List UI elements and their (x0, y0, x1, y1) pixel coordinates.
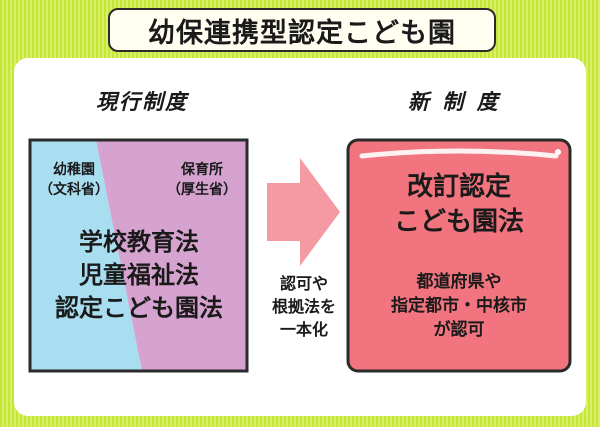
title-banner: 幼保連携型認定こども園 (108, 8, 496, 52)
arrow-caption-line: 根拠法を (271, 297, 336, 316)
law-item: 児童福祉法 (79, 261, 199, 289)
nursery-label: 保育所 （厚生省） (158, 160, 246, 200)
kindergarten-label: 幼稚園 （文科省） (32, 160, 116, 200)
law-item: 認定こども園法 (55, 294, 223, 322)
kindergarten-name: 幼稚園 (53, 162, 95, 178)
approval-line: 都道府県や (416, 272, 502, 292)
approval-line: 指定都市・中核市 (391, 296, 527, 316)
new-approval: 都道府県や 指定都市・中核市 が認可 (350, 270, 568, 342)
new-law-line: 改訂認定 (406, 172, 511, 202)
new-law-line: こども園法 (393, 207, 524, 237)
arrow-caption-line: 一本化 (279, 320, 328, 339)
arrow-caption-line: 認可や (279, 274, 328, 293)
new-law: 改訂認定 こども園法 (350, 170, 568, 240)
nursery-name: 保育所 (181, 162, 223, 178)
nursery-ministry: （厚生省） (167, 182, 237, 198)
arrow-caption: 認可や 根拠法を 一本化 (262, 272, 346, 341)
current-system-heading: 現行制度 (96, 90, 188, 114)
law-item: 学校教育法 (79, 228, 199, 256)
page-title: 幼保連携型認定こども園 (148, 17, 456, 49)
kindergarten-ministry: （文科省） (39, 182, 109, 198)
new-system-heading: 新 制 度 (408, 90, 501, 114)
approval-line: が認可 (433, 320, 485, 340)
current-laws: 学校教育法 児童福祉法 認定こども園法 (32, 226, 246, 325)
